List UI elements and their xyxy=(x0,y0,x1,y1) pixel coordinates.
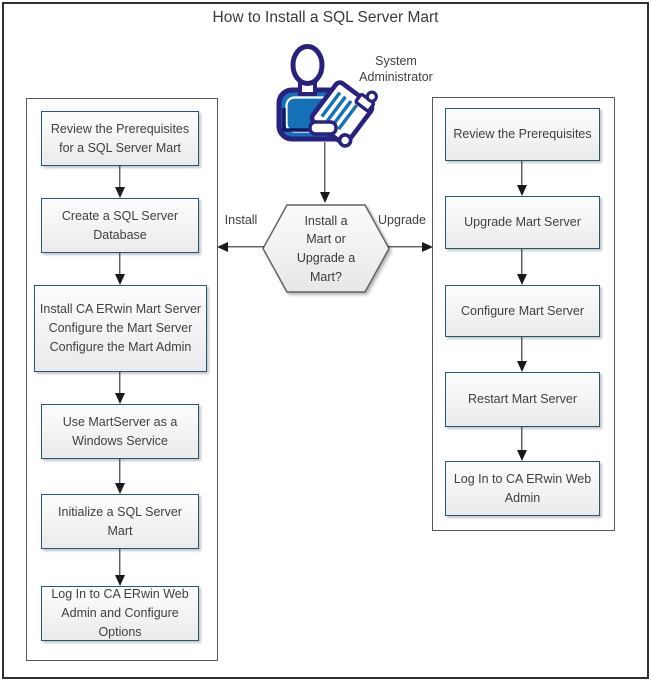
step-box-windows-service[interactable]: Use MartServer as a Windows Service xyxy=(41,404,199,459)
system-administrator-label: System Administrator xyxy=(359,54,433,85)
step-box-login-web-admin[interactable]: Log In to CA ERwin Web Admin xyxy=(445,461,600,516)
flow-arrow xyxy=(516,249,528,285)
flow-arrow xyxy=(114,253,126,285)
step-box-upgrade-mart-server[interactable]: Upgrade Mart Server xyxy=(445,196,600,249)
step-box-install-mart-server[interactable]: Install CA ERwin Mart Server Configure t… xyxy=(34,285,207,372)
flow-arrow xyxy=(516,161,528,196)
step-box-configure-mart-server[interactable]: Configure Mart Server xyxy=(445,285,600,337)
diagram-title: How to Install a SQL Server Mart xyxy=(212,9,439,26)
step-box-review-prerequisites-sql[interactable]: Review the Prerequisites for a SQL Serve… xyxy=(41,111,199,166)
arrow-actor-to-decision xyxy=(319,142,331,203)
actor-head xyxy=(290,44,325,86)
step-box-create-database[interactable]: Create a SQL Server Database xyxy=(41,198,199,253)
flow-arrow xyxy=(114,459,126,494)
flow-arrow xyxy=(114,166,126,198)
step-box-login-web-admin-configure[interactable]: Log In to CA ERwin Web Admin and Configu… xyxy=(41,586,199,641)
flow-arrow xyxy=(114,549,126,586)
step-box-restart-mart-server[interactable]: Restart Mart Server xyxy=(445,372,600,427)
step-box-review-prerequisites[interactable]: Review the Prerequisites xyxy=(445,108,600,161)
actor-hand xyxy=(308,120,338,136)
decision-question: Install a Mart or Upgrade a Mart? xyxy=(296,213,356,284)
arrow-decision-to-install xyxy=(217,241,264,253)
branch-label-install: Install xyxy=(224,213,258,227)
step-box-initialize-mart[interactable]: Initialize a SQL Server Mart xyxy=(41,494,199,549)
flow-arrow xyxy=(114,372,126,404)
branch-label-upgrade: Upgrade xyxy=(378,213,426,227)
flow-arrow xyxy=(516,427,528,461)
arrow-decision-to-upgrade xyxy=(388,241,433,253)
system-administrator-icon xyxy=(276,44,378,148)
flow-arrow xyxy=(516,337,528,372)
